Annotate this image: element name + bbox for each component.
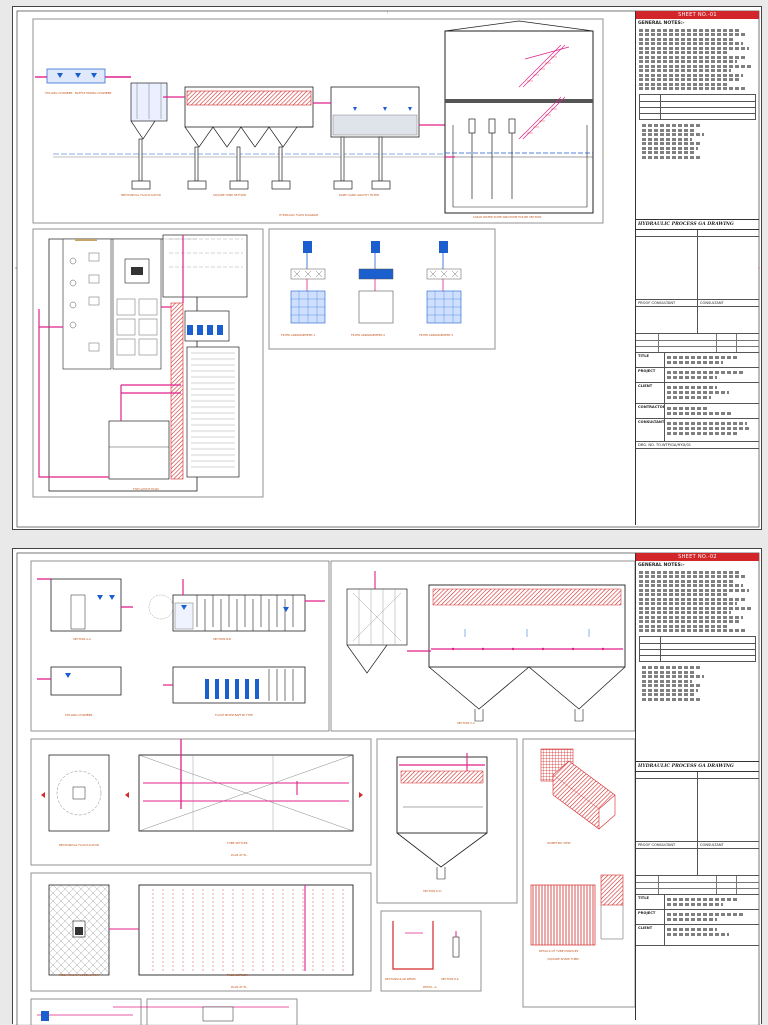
approval-col-2 <box>697 229 759 236</box>
general-notes-text <box>636 28 759 90</box>
revision-table-2 <box>636 875 759 895</box>
sheet1-drawing: 1 1 | <box>15 10 760 528</box>
title-key: TITLE <box>638 353 649 358</box>
layout-plan-frame <box>32 228 264 498</box>
project-key-2: PROJECT <box>638 910 656 915</box>
label-plan-el-1: PLAN AT EL. <box>231 853 248 857</box>
sheet-number-badge: SHEET NO.-01 <box>636 11 759 19</box>
label-filter-arrangement-2: FILTER ARRANGEMENT-2 <box>351 333 386 337</box>
approval-area-2 <box>636 778 759 842</box>
label-square-tube: (SQUARE SHAPE TUBE) <box>547 957 580 961</box>
consultant-sign-area-2 <box>636 848 759 876</box>
label-filter-arrangement-3: FILTER ARRANGEMENT-3 <box>419 333 454 337</box>
label-stilling-chamber: STILLING CHAMBER <box>45 91 73 95</box>
label-rect-weirs: RECTANGULAR WEIRS <box>385 977 416 981</box>
filter-arrangement-frame <box>268 228 496 350</box>
label-layout-plan: TOP LAYOUT PLAN <box>133 487 159 491</box>
title-block-sheet-1: SHEET NO.-01 GENERAL NOTES:- HYDRAULIC P… <box>635 11 759 525</box>
title-value <box>664 352 759 367</box>
consultant-sign-area <box>636 306 759 334</box>
legend-table-2 <box>639 636 756 662</box>
consultant-value <box>664 418 759 441</box>
approval-col-2-2 <box>697 771 759 778</box>
label-section-aa: SECTION A-A <box>73 637 91 641</box>
proof-consultant-label: PROOF CONSULTANT <box>638 300 676 305</box>
drawing-title: HYDRAULIC PROCESS GA DRAWING <box>636 218 759 230</box>
abbreviation-list-2 <box>639 666 756 701</box>
abbreviation-list <box>639 124 756 159</box>
contractor-value <box>664 403 759 418</box>
flocculator-plan-frame <box>30 738 372 866</box>
flocculator-plan-frame-2 <box>30 872 372 992</box>
client-value <box>664 382 759 403</box>
label-mech-floc-2: MECHANICAL FLOCCULATOR <box>59 973 99 977</box>
label-flash-mixer: FLASH MIXER BAFFLE TYPE <box>215 713 253 717</box>
hydraulic-profile-frame <box>32 18 604 224</box>
label-tube-settler-2: TUBE SETTLER <box>227 973 248 977</box>
section-dd-frame <box>376 738 518 904</box>
label-section-cc: SECTION C-C <box>457 721 476 725</box>
general-notes-heading-2: GENERAL NOTES:- <box>638 563 685 568</box>
label-mech-floc-1: MECHANICAL FLOCCULATOR <box>59 843 99 847</box>
svg-text:1: 1 <box>15 266 17 270</box>
general-notes-heading: GENERAL NOTES:- <box>638 21 685 26</box>
bottom-view-frame-2 <box>146 998 298 1025</box>
approval-col-1 <box>636 230 697 236</box>
client-key-2: CLIENT <box>638 925 653 930</box>
label-plan-el-2: PLAN AT EL. <box>231 985 248 989</box>
proof-consultant-label-2: PROOF CONSULTANT <box>638 842 676 847</box>
title-block-sheet-2: SHEET NO.-02 GENERAL NOTES:- HYDRAULIC P… <box>635 553 759 1020</box>
stilling-flash-frame <box>30 560 330 732</box>
client-value-2 <box>664 924 759 945</box>
approval-col-1-2 <box>636 772 697 778</box>
sheet2-drawing <box>16 552 760 1025</box>
svg-text:1: 1 <box>758 266 760 270</box>
label-tube-settler-1: TUBE SETTLER <box>227 841 248 845</box>
weir-detail-frame <box>380 910 482 992</box>
drawing-sheet-2: SECTION A-A SECTION B-B STILLING CHAMBER… <box>12 548 762 1025</box>
consultant-label: CONSULTANT <box>697 299 759 306</box>
approval-area <box>636 236 759 300</box>
consultant-key: CONSULTANT <box>638 419 664 424</box>
label-baffle-mixing: BAFFLE MIXING CHAMBER <box>75 91 112 95</box>
label-filter-arrangement-1: FILTER ARRANGEMENT-1 <box>281 333 316 337</box>
sheet-number-badge-2: SHEET NO.-02 <box>636 553 759 561</box>
drawing-number: DRG. NO. TO.WTP/GA/HYD/01 <box>638 442 692 447</box>
label-mech-flocculator: MECHANICAL FLOCCULATOR <box>121 193 161 197</box>
label-detail-a: DETAIL -A <box>423 985 437 989</box>
client-key: CLIENT <box>638 383 653 388</box>
drawing-title-2: HYDRAULIC PROCESS GA DRAWING <box>636 760 759 772</box>
label-tube-modules: DETAILS OF TUBE MODULES <box>539 949 579 953</box>
label-profile: HYDRAULIC FLOW DIAGRAM <box>279 213 319 217</box>
label-gravity-filter: RAPID SAND GRAVITY FILTER <box>339 193 379 197</box>
label-section-kk: SECTION K-K <box>441 977 459 981</box>
label-stilling: STILLING CHAMBER <box>65 713 93 717</box>
project-value-2 <box>664 909 759 924</box>
contractor-key: CONTRACTOR <box>638 404 664 409</box>
label-tube-settler: SQUARE TUBE SETTLER <box>213 193 247 197</box>
legend-table <box>639 94 756 120</box>
label-section-dd: SECTION D-D <box>423 889 442 893</box>
label-section-bb: SECTION B-B <box>213 637 231 641</box>
title-value-2 <box>664 894 759 909</box>
drawing-sheet-1: 1 1 | <box>12 6 762 530</box>
bottom-view-frame-1 <box>30 998 142 1025</box>
project-key: PROJECT <box>638 368 656 373</box>
title-key-2: TITLE <box>638 895 649 900</box>
revision-table <box>636 333 759 353</box>
consultant-label-2: CONSULTANT <box>697 841 759 848</box>
project-value <box>664 367 759 382</box>
svg-text:|: | <box>387 10 388 14</box>
label-isometric: ISOMETRIC VIEW <box>547 841 571 845</box>
general-notes-text-2 <box>636 570 759 632</box>
label-pump-house: CLEAR WATER SUMP AND PUMP HOUSE SECTION <box>473 215 542 219</box>
